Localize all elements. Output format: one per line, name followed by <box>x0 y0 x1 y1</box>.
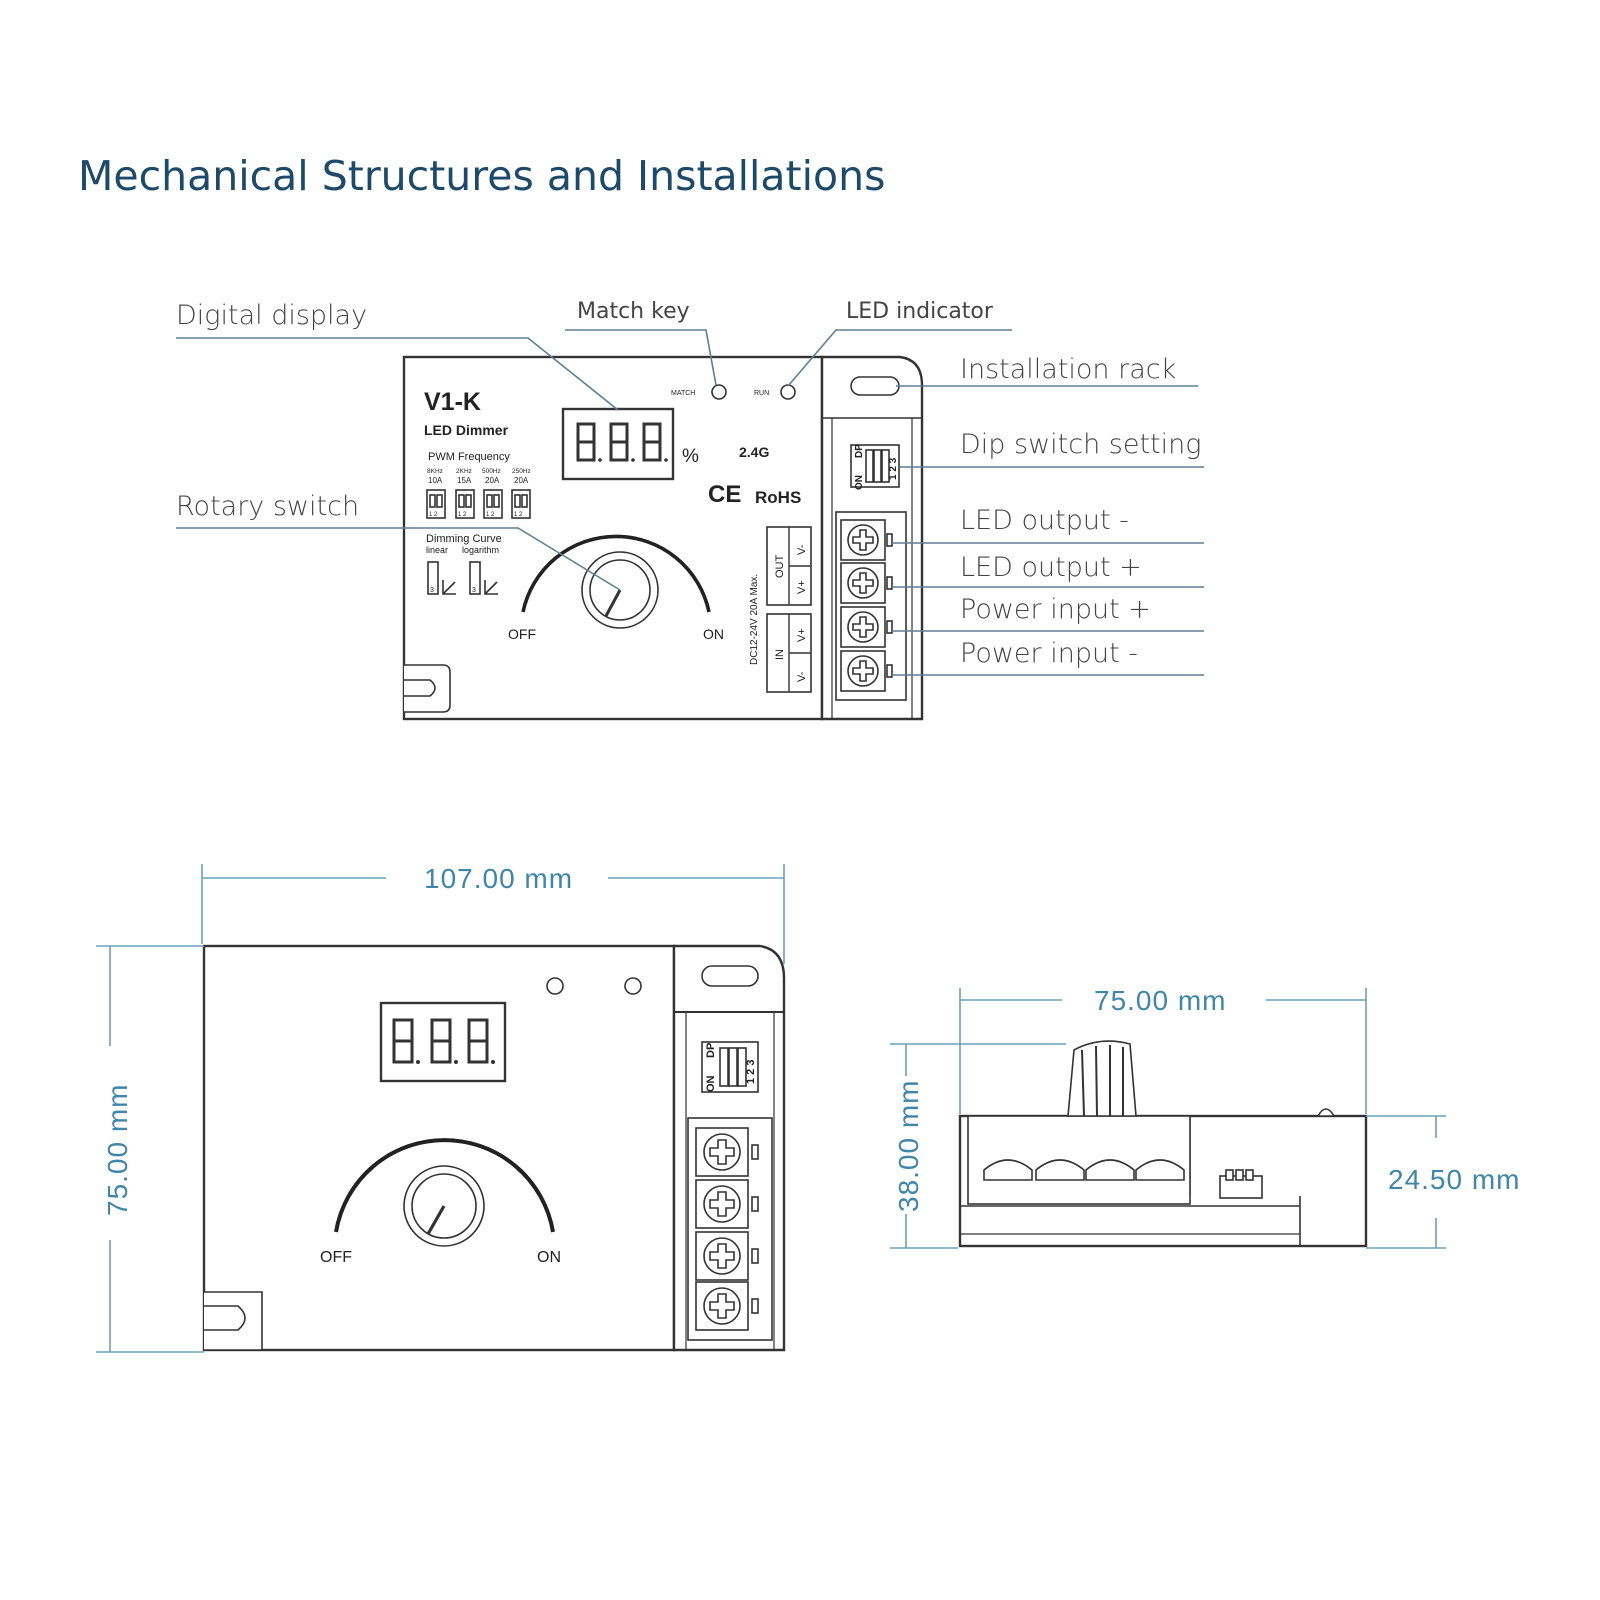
installation-rack-slot <box>850 376 900 396</box>
percent-sign: % <box>682 446 699 467</box>
callout-led-indicator: LED indicator <box>846 299 994 324</box>
knob-off-label: OFF <box>508 626 536 642</box>
svg-text:OUT: OUT <box>774 555 786 579</box>
svg-text:OFF: OFF <box>320 1249 352 1266</box>
svg-text:logarithm: logarithm <box>462 545 499 555</box>
svg-text:3: 3 <box>430 587 434 594</box>
screw-icon <box>695 1127 759 1177</box>
svg-text:linear: linear <box>426 545 448 555</box>
terminal-screws <box>840 519 893 692</box>
svg-text:1 2: 1 2 <box>458 512 467 518</box>
front-led-indicator <box>624 977 642 995</box>
svg-text:V-: V- <box>796 544 808 555</box>
svg-text:ON: ON <box>854 475 865 490</box>
top-device: ON DP 1 2 3 <box>402 355 924 721</box>
svg-text:IN: IN <box>774 649 786 660</box>
dim-side-body-height: 24.50 mm <box>1388 1164 1521 1195</box>
screw-icon <box>695 1281 759 1331</box>
screw-icon <box>840 562 893 604</box>
svg-text:1 2: 1 2 <box>486 512 495 518</box>
wireless-freq: 2.4G <box>739 444 769 460</box>
model-name: V1-K <box>424 388 481 416</box>
front-dimming-arc <box>334 1138 555 1233</box>
front-match-key[interactable] <box>546 977 564 995</box>
front-dimensions: 107.00 mm 75.00 mm <box>96 863 785 1353</box>
side-dimensions: 75.00 mm 38.00 mm 24.50 mm <box>890 985 1521 1249</box>
front-view: ON DP 1 2 3 <box>202 944 786 1352</box>
side-knob[interactable] <box>1067 1040 1137 1117</box>
svg-text:MATCH: MATCH <box>671 390 695 397</box>
callout-rotary-switch: Rotary switch <box>176 491 359 522</box>
side-dip <box>1219 1169 1263 1199</box>
svg-text:20A: 20A <box>485 476 500 485</box>
callouts: Digital display Match key LED indicator … <box>176 299 1204 676</box>
display-digits <box>576 422 668 462</box>
callout-dip-switch: Dip switch setting <box>960 429 1201 460</box>
callout-power-input-plus: Power input + <box>960 594 1151 625</box>
digital-display <box>561 407 675 481</box>
svg-text:ON: ON <box>705 1075 717 1092</box>
match-key-button[interactable] <box>711 384 727 400</box>
screw-icon <box>695 1231 759 1281</box>
side-view <box>958 1040 1368 1248</box>
svg-text:3: 3 <box>472 587 476 594</box>
svg-text:20A: 20A <box>514 476 529 485</box>
curve-title: Dimming Curve <box>426 533 502 545</box>
svg-text:DP: DP <box>854 444 865 458</box>
svg-text:RUN: RUN <box>754 390 769 397</box>
front-rotary-knob[interactable] <box>403 1165 485 1247</box>
rack-dip-switch: ON DP 1 2 3 <box>850 444 900 490</box>
side-terminals <box>983 1159 1185 1181</box>
dim-width: 107.00 mm <box>424 863 573 894</box>
pwm-dip-switches: 1 2 1 2 1 2 1 2 <box>426 489 531 519</box>
screw-icon <box>840 606 893 648</box>
front-display <box>379 1001 507 1083</box>
screw-icon <box>695 1179 759 1229</box>
side-match-key <box>1316 1108 1336 1117</box>
screw-icon <box>840 519 893 561</box>
svg-text:V+: V+ <box>796 628 808 642</box>
knob-on-label: ON <box>703 626 724 642</box>
svg-text:1 2: 1 2 <box>429 512 438 518</box>
callout-match-key: Match key <box>577 299 690 324</box>
dim-height: 75.00 mm <box>102 1084 133 1217</box>
callout-power-input-minus: Power input - <box>960 638 1138 669</box>
svg-text:1 2 3: 1 2 3 <box>888 457 899 480</box>
svg-text:2KHz: 2KHz <box>456 468 472 475</box>
svg-text:8KHz: 8KHz <box>427 468 443 475</box>
run-led-indicator <box>780 384 796 400</box>
callout-led-output-minus: LED output - <box>960 505 1129 536</box>
svg-text:DP: DP <box>705 1043 717 1058</box>
svg-text:15A: 15A <box>457 476 472 485</box>
svg-text:250Hz: 250Hz <box>512 468 531 475</box>
dim-side-length: 75.00 mm <box>1094 985 1227 1016</box>
page-title: Mechanical Structures and Installations <box>78 152 885 200</box>
front-terminal-screws <box>695 1127 759 1331</box>
svg-text:V+: V+ <box>796 580 808 594</box>
svg-text:1 2: 1 2 <box>514 512 523 518</box>
front-dip-switch: ON DP 1 2 3 <box>701 1041 759 1093</box>
svg-text:ON: ON <box>537 1249 561 1266</box>
terminal-labels: OUT V- V+ IN V+ V- DC12-24V 20A Max. <box>749 526 812 693</box>
callout-digital-display: Digital display <box>176 300 367 331</box>
dimming-arc <box>521 534 711 613</box>
callout-led-output-plus: LED output + <box>960 552 1142 583</box>
svg-text:1 2 3: 1 2 3 <box>745 1060 757 1084</box>
rohs-mark: RoHS <box>755 488 801 507</box>
pwm-title: PWM Frequency <box>428 451 510 463</box>
ce-mark: CE <box>708 481 741 508</box>
svg-text:DC12-24V 20A Max.: DC12-24V 20A Max. <box>749 574 760 665</box>
svg-text:V-: V- <box>796 671 808 682</box>
svg-text:500Hz: 500Hz <box>482 468 501 475</box>
svg-text:10A: 10A <box>428 476 443 485</box>
screw-icon <box>840 650 893 692</box>
dim-side-total-height: 38.00 mm <box>893 1080 924 1213</box>
model-subtitle: LED Dimmer <box>424 422 509 438</box>
callout-installation-rack: Installation rack <box>960 354 1176 385</box>
curve-dip-switches: 3 3 <box>427 561 498 595</box>
